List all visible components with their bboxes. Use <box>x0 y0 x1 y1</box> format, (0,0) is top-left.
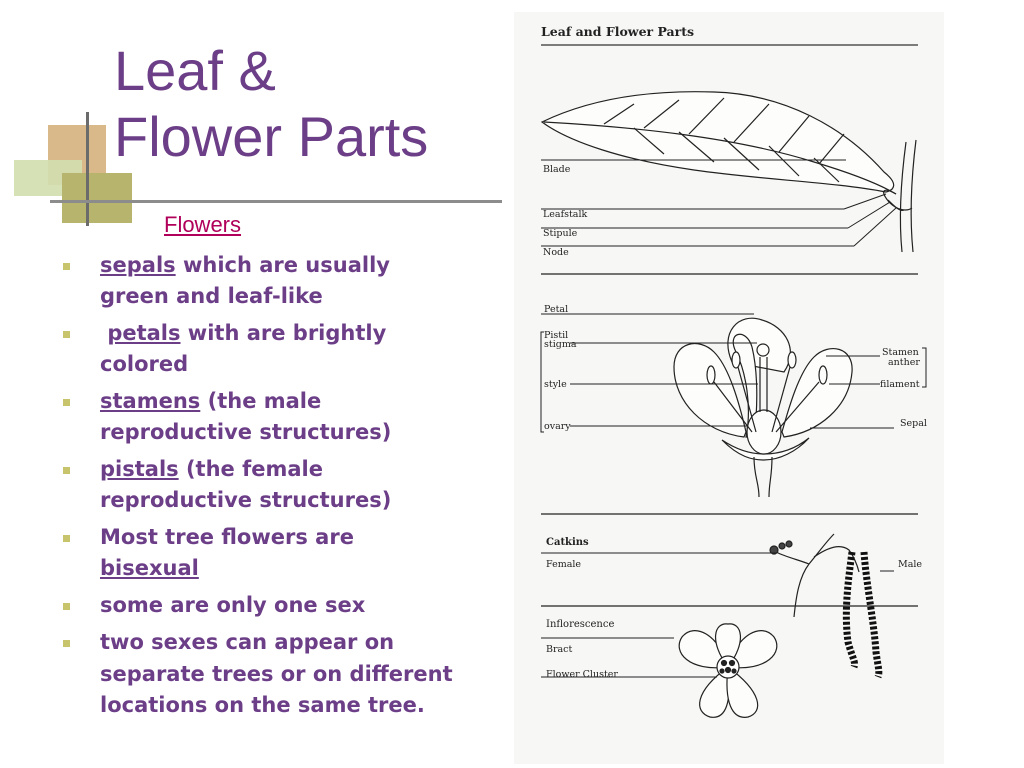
label-style: style <box>544 379 567 390</box>
label-bract: Bract <box>546 644 573 655</box>
label-male: Male <box>898 559 922 570</box>
bullet-square-icon <box>63 399 70 406</box>
diagram-title: Leaf and Flower Parts <box>541 24 694 39</box>
bullet-text: separate trees or on different locations… <box>100 662 453 717</box>
list-item: petals with are brightly colored <box>58 318 458 380</box>
term-petals: petals <box>107 321 181 345</box>
flowers-link[interactable]: Flowers <box>164 212 242 237</box>
bullet-square-icon <box>63 467 70 474</box>
decor-vertical-line <box>86 112 89 226</box>
bullet-text: which are usually green and leaf-like <box>100 253 390 308</box>
label-female: Female <box>546 559 581 570</box>
bullet-text: some are only one sex <box>100 593 366 617</box>
bullet-text: Most tree flowers are <box>100 525 354 549</box>
bullet-square-icon <box>63 603 70 610</box>
label-leafstalk: Leafstalk <box>543 209 588 220</box>
label-ovary: ovary <box>544 421 571 432</box>
bullet-square-icon <box>63 640 70 647</box>
bullet-square-icon <box>63 331 70 338</box>
list-item: sepals which are usually green and leaf-… <box>58 250 458 312</box>
label-sepal: Sepal <box>900 418 927 429</box>
label-filament: filament <box>880 379 920 390</box>
label-anther: anther <box>888 357 920 368</box>
bullet-text: (the male reproductive structures) <box>100 389 392 444</box>
decor-square-olive <box>62 173 132 223</box>
term-stamens: stamens <box>100 389 201 413</box>
leaf-flower-diagram: Leaf and Flower Parts Blade Leafstalk St… <box>514 12 944 764</box>
slide-title-line2: Flower Parts <box>114 105 429 168</box>
list-item: separate trees or on different locations… <box>58 659 458 721</box>
slide-title-line1: Leaf & <box>114 39 276 102</box>
label-petal: Petal <box>544 304 568 315</box>
term-sepals: sepals <box>100 253 176 277</box>
bullet-square-icon <box>63 535 70 542</box>
decor-horizontal-line <box>50 200 502 203</box>
term-bisexual: bisexual <box>100 556 199 580</box>
label-catkins: Catkins <box>546 537 589 548</box>
bullet-list: sepals which are usually green and leaf-… <box>58 250 458 727</box>
label-stamen: Stamen <box>882 347 919 358</box>
label-flower-cluster: Flower Cluster <box>546 669 618 680</box>
label-stipule: Stipule <box>543 228 578 239</box>
label-pistil: Pistil <box>544 330 568 341</box>
label-blade: Blade <box>543 164 571 175</box>
list-item: stamens (the male reproductive structure… <box>58 386 458 448</box>
bullet-text: (the female reproductive structures) <box>100 457 392 512</box>
list-item: two sexes can appear on <box>58 627 458 658</box>
label-inflorescence: Inflorescence <box>546 619 614 630</box>
leaf-illustration <box>540 91 917 253</box>
label-node: Node <box>543 247 569 258</box>
label-stigma: stigma <box>544 339 577 350</box>
term-pistals: pistals <box>100 457 179 481</box>
bullet-square-icon <box>63 263 70 270</box>
dogwood-illustration <box>678 623 778 718</box>
list-item: some are only one sex <box>58 590 458 621</box>
bullet-text: with are brightly colored <box>100 321 387 376</box>
flower-illustration <box>673 317 853 498</box>
slide-title: Leaf & Flower Parts <box>114 38 428 170</box>
bullet-text: two sexes can appear on <box>100 630 395 654</box>
list-item: Most tree flowers are bisexual <box>58 522 458 584</box>
catkin-illustration <box>769 533 883 679</box>
list-item: pistals (the female reproductive structu… <box>58 454 458 516</box>
